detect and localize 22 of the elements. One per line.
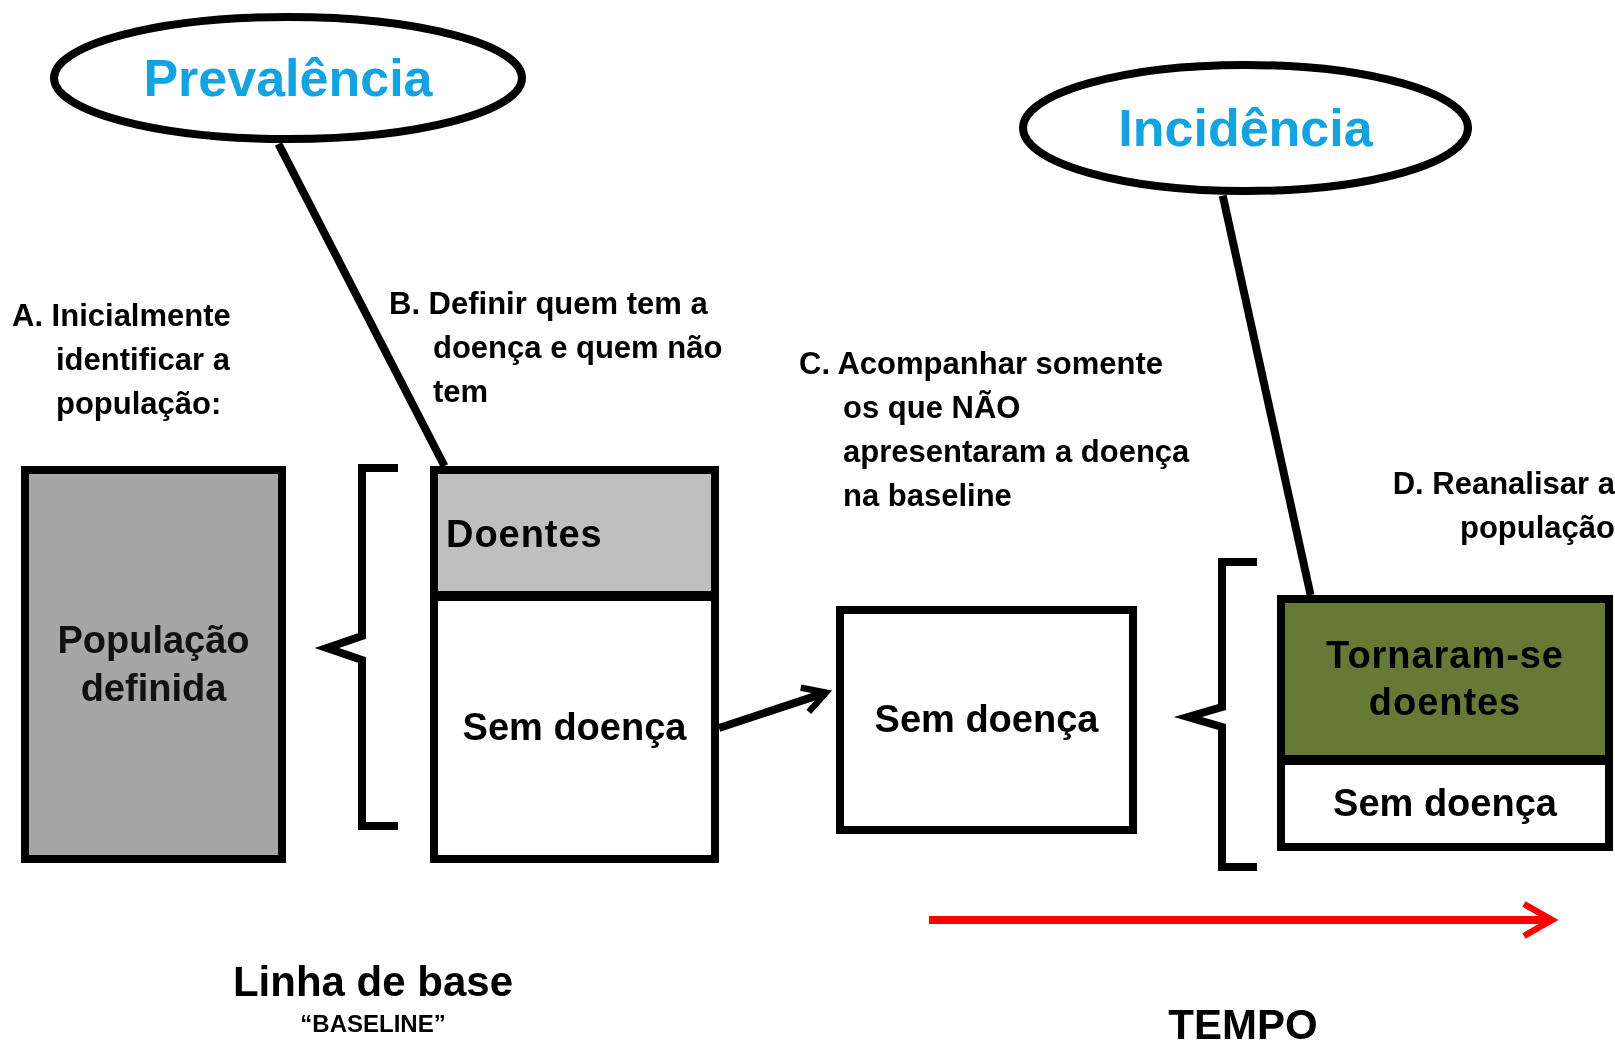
step-label: A. Inicialmente identificar a população: [12, 297, 232, 423]
axis-sublabel: “BASELINE” [299, 1009, 447, 1039]
ellipse-bubble [49, 12, 527, 144]
node-text: Sem doença [1332, 781, 1558, 827]
box [836, 606, 1137, 834]
node-text: Incidência [1117, 97, 1374, 159]
step-label: D. Reanalisar a população [1391, 465, 1615, 547]
box [21, 466, 286, 863]
node-text: Sem doença [461, 705, 688, 751]
ellipse-bubble [1018, 60, 1473, 196]
arrow [717, 684, 830, 732]
axis-label: TEMPO [1167, 1002, 1319, 1048]
leader-line [1218, 194, 1315, 596]
node-text: Doentes [445, 511, 604, 557]
node-text: Sem doença [873, 697, 1100, 743]
axis-label: Linha de base [231, 957, 515, 1007]
leader-line [274, 142, 448, 468]
node-text: Prevalência [142, 47, 434, 109]
step-label: C. Acompanhar somente os que NÃO apresentaram a doença na baseline [799, 345, 1191, 515]
step-label: B. Definir quem tem a doença e quem não tem [389, 285, 724, 411]
node-text: Tornaram-se doentes [1325, 632, 1565, 725]
node-text: População definida [56, 618, 251, 711]
